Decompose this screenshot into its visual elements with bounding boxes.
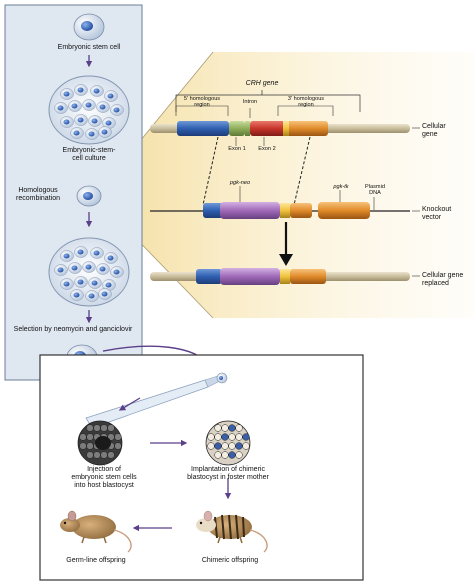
label-replaced-2: replaced [422, 280, 449, 287]
culture-dish-1-icon [48, 75, 130, 145]
bottom-panel [39, 354, 364, 581]
colony-cell-icon [68, 262, 82, 274]
label-exon-2: Exon 2 [258, 146, 276, 152]
label-chimeric: Chimeric offspring [201, 557, 259, 564]
label-selection: Selection by neomycin and ganciclovir [13, 326, 133, 333]
label-homologous-2: recombination [16, 195, 60, 202]
knockout-vector-rod [150, 202, 410, 219]
colony-cell-icon [70, 127, 84, 139]
label-plasmid-1: Plasmid [365, 184, 385, 190]
replaced-gene-rod [150, 268, 410, 285]
label-esc-culture-1: Embryonic-stem- [62, 147, 116, 154]
colony-cell-icon [74, 276, 88, 288]
colony-cell-icon [60, 250, 74, 262]
label-plasmid-2: DNA [369, 190, 381, 196]
colony-cell-icon [104, 90, 118, 102]
zoom-beam [95, 52, 474, 318]
culture-dish-2-icon [48, 237, 130, 307]
label-pgk-neo: pgk-neo [229, 180, 251, 186]
colony-cell-icon [90, 247, 104, 259]
colony-cell-icon [82, 99, 96, 111]
replace-arrow [279, 222, 293, 266]
chimeric-mouse-icon [196, 510, 268, 553]
colony-cell-icon [85, 128, 99, 140]
colony-cell-icon [102, 279, 116, 291]
colony-cell-icon [74, 246, 88, 258]
label-replaced-1: Cellular gene [422, 272, 464, 279]
label-cellular-gene-1: Cellular [422, 123, 446, 130]
colony-cell-icon [88, 277, 102, 289]
left-panel [4, 4, 143, 381]
label-homologous-1: Homologous [18, 187, 58, 194]
label-knockout-1: Knockout [422, 206, 452, 213]
host-blastocyst-icon [77, 420, 123, 466]
crh-gene-bracket [175, 94, 361, 112]
label-germline: Germ-line offspring [66, 557, 126, 564]
crossover-right [293, 136, 311, 206]
label-three-prime-2: region [298, 102, 314, 108]
colony-cell-icon [74, 114, 88, 126]
colony-cell-icon [88, 115, 102, 127]
colony-cell-icon [82, 261, 96, 273]
colony-cell-icon [60, 116, 74, 128]
colony-cell-icon [74, 84, 88, 96]
colony-cell-icon [98, 126, 112, 138]
colony-cell-icon [54, 102, 68, 114]
embryonic-stem-cell-icon [73, 13, 105, 41]
colony-cell-icon [110, 104, 124, 116]
colony-cell-icon [70, 289, 84, 301]
label-crh-gene: CRH gene [245, 80, 279, 87]
colony-cell-icon [110, 266, 124, 278]
label-injection-1: Injection of [87, 466, 121, 473]
label-knockout-2: vector [422, 214, 442, 221]
colony-cell-icon [96, 101, 110, 113]
colony-cell-icon [85, 290, 99, 302]
germline-mouse-icon [60, 510, 132, 553]
colony-cell-icon [102, 117, 116, 129]
label-embryonic-stem-cell: Embryonic stem cell [57, 44, 121, 51]
colony-cell-icon [98, 288, 112, 300]
recombination-cell-icon [76, 185, 102, 207]
label-cellular-gene-2: gene [422, 131, 438, 138]
cellular-gene-rod [150, 121, 410, 136]
colony-cell-icon [90, 85, 104, 97]
label-implant-1: Implantation of chimeric [191, 466, 265, 473]
three-prime-bracket [277, 105, 334, 116]
pipette-arrow [118, 397, 141, 411]
label-injection-3: into host blastocyst [74, 482, 134, 489]
colony-cell-icon [60, 88, 74, 100]
label-five-prime-2: region [194, 102, 210, 108]
five-prime-bracket [175, 105, 229, 116]
label-injection-2: embryonic stem cells [71, 474, 137, 481]
colony-cell-icon [68, 100, 82, 112]
crossover-left [202, 136, 219, 206]
label-three-prime-1: 3' homologous [287, 96, 325, 102]
label-esc-culture-2: cell culture [72, 155, 106, 162]
chimeric-blastocyst-icon [205, 420, 251, 466]
label-five-prime-1: 5' homologous [183, 96, 221, 102]
colony-cell-icon [60, 278, 74, 290]
label-intron: Intron [242, 99, 258, 105]
colony-cell-icon [104, 252, 118, 264]
colony-cell-icon [96, 263, 110, 275]
label-exon-1: Exon 1 [228, 146, 246, 152]
label-pgk-tk: pgk-tk [333, 184, 349, 190]
colony-cell-icon [54, 264, 68, 276]
label-implant-2: blastocyst in foster mother [187, 474, 269, 481]
